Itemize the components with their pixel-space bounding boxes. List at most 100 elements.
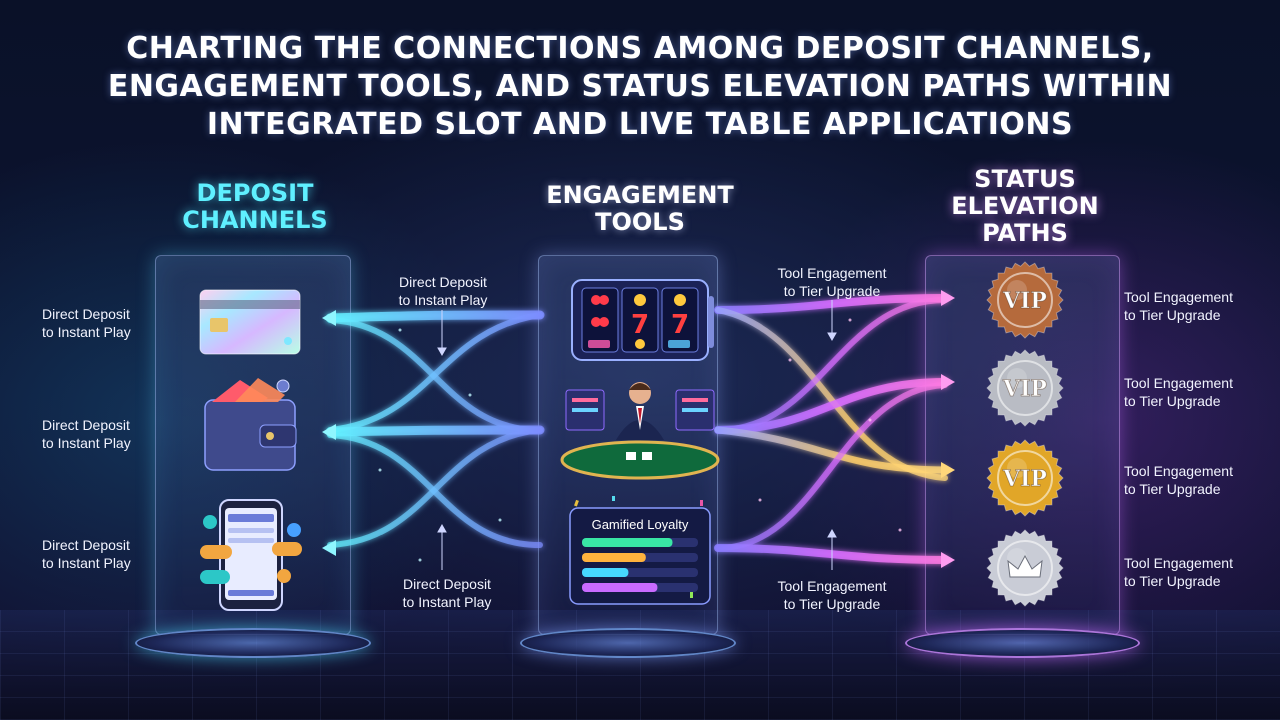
flow-slot-wallet bbox=[327, 312, 543, 433]
deposit-channels-heading: DEPOSIT CHANNELS bbox=[150, 180, 360, 234]
flow-live-wallet bbox=[325, 425, 545, 437]
label-pointers bbox=[437, 300, 837, 570]
gamified-loyalty-icon: Gamified Loyalty bbox=[569, 496, 711, 605]
progress-fill bbox=[582, 553, 646, 562]
flow-label-top-left: Direct Deposit to Instant Play bbox=[380, 273, 506, 309]
deposit-to-engagement-flows bbox=[325, 310, 545, 553]
engagement-heading-line-2: TOOLS bbox=[595, 208, 685, 236]
status-heading-line-2: ELEVATION bbox=[951, 192, 1099, 220]
arrowhead-platinum bbox=[941, 552, 955, 568]
label-line: to Tier Upgrade bbox=[783, 596, 881, 612]
slot-machine-icon: 7 7 bbox=[571, 279, 714, 361]
flow-label-bottom-right: Tool Engagement to Tier Upgrade bbox=[764, 577, 900, 613]
progress-fill bbox=[582, 538, 673, 547]
deposit-label-1: Direct Deposit to Instant Play bbox=[42, 305, 131, 341]
flow-card-slot bbox=[325, 310, 545, 323]
label-line: to Tier Upgrade bbox=[1124, 393, 1221, 409]
label-line: Tool Engagement bbox=[777, 265, 887, 281]
label-line: to Instant Play bbox=[42, 324, 131, 340]
pointer-top-left-head bbox=[437, 347, 447, 357]
flow-slot-bronze bbox=[714, 294, 949, 314]
title-line-2: ENGAGEMENT TOOLS, AND STATUS ELEVATION P… bbox=[107, 69, 1173, 104]
status-badges: VIP VIP VIP bbox=[986, 261, 1064, 607]
engagement-heading-line-1: ENGAGEMENT bbox=[546, 181, 734, 209]
loyalty-progress-bars bbox=[582, 538, 698, 592]
flow-label-bottom-left: Direct Deposit to Instant Play bbox=[384, 575, 510, 611]
label-line: Tool Engagement bbox=[1124, 463, 1233, 479]
label-line: to Instant Play bbox=[42, 435, 131, 451]
wallet-icon bbox=[204, 378, 297, 471]
vip-label: VIP bbox=[1002, 466, 1047, 492]
status-label-2: Tool Engagement to Tier Upgrade bbox=[1124, 374, 1233, 410]
label-line: Tool Engagement bbox=[1124, 555, 1233, 571]
label-line: Tool Engagement bbox=[777, 578, 887, 594]
arrowhead-wallet bbox=[322, 424, 336, 440]
deposit-label-2: Direct Deposit to Instant Play bbox=[42, 416, 131, 452]
vip-bronze-badge-icon: VIP bbox=[986, 261, 1064, 339]
flow-arrowheads-right bbox=[941, 290, 955, 568]
flow-loyalty-silver bbox=[715, 382, 948, 551]
label-line: to Tier Upgrade bbox=[783, 283, 881, 299]
label-line: Tool Engagement bbox=[1124, 375, 1233, 391]
progress-fill bbox=[582, 583, 658, 592]
status-heading-line-3: PATHS bbox=[982, 219, 1068, 247]
status-panel-base bbox=[905, 628, 1140, 658]
deposit-heading-line-2: CHANNELS bbox=[182, 206, 328, 234]
gamified-loyalty-title: Gamified Loyalty bbox=[592, 517, 689, 532]
deposit-label-3: Direct Deposit to Instant Play bbox=[42, 536, 131, 572]
page-title: CHARTING THE CONNECTIONS AMONG DEPOSIT C… bbox=[40, 30, 1240, 144]
vip-label: VIP bbox=[1002, 288, 1047, 314]
deposit-panel-base bbox=[135, 628, 371, 658]
label-line: Direct Deposit bbox=[42, 537, 130, 553]
label-line: Direct Deposit bbox=[42, 417, 130, 433]
label-line: to Instant Play bbox=[398, 292, 488, 308]
svg-text:7: 7 bbox=[631, 310, 649, 340]
status-label-3: Tool Engagement to Tier Upgrade bbox=[1124, 462, 1233, 498]
flow-live-gold bbox=[714, 426, 949, 474]
svg-text:7: 7 bbox=[671, 310, 689, 340]
engagement-tools-heading: ENGAGEMENT TOOLS bbox=[520, 182, 760, 236]
label-line: to Tier Upgrade bbox=[1124, 573, 1221, 589]
sparkles bbox=[378, 318, 902, 562]
pointer-top-right-head bbox=[827, 332, 837, 342]
deposit-heading-line-1: DEPOSIT bbox=[196, 179, 314, 207]
crown-icon bbox=[1007, 554, 1043, 578]
flow-live-card bbox=[327, 317, 543, 433]
engagement-to-status-flows bbox=[714, 294, 949, 564]
label-line: to Instant Play bbox=[42, 555, 131, 571]
vip-silver-badge-icon: VIP bbox=[986, 349, 1064, 427]
arrowhead-mobile bbox=[322, 540, 336, 556]
vip-gold-badge-icon: VIP bbox=[986, 439, 1064, 517]
flow-label-top-right: Tool Engagement to Tier Upgrade bbox=[764, 264, 900, 300]
title-line-1: CHARTING THE CONNECTIONS AMONG DEPOSIT C… bbox=[126, 31, 1154, 66]
flow-loyalty-platinum bbox=[714, 544, 949, 564]
vip-platinum-crown-badge-icon bbox=[986, 529, 1064, 607]
pointer-bottom-left-head bbox=[437, 523, 447, 533]
flow-live-bronze bbox=[715, 297, 948, 433]
label-line: to Instant Play bbox=[402, 594, 492, 610]
status-elevation-heading: STATUS ELEVATION PATHS bbox=[920, 166, 1130, 247]
progress-fill bbox=[582, 568, 629, 577]
flow-arrowheads-left bbox=[322, 310, 336, 556]
vip-label: VIP bbox=[1002, 376, 1047, 402]
engagement-panel-base bbox=[520, 628, 736, 658]
mobile-app-icon bbox=[200, 499, 302, 611]
arrowhead-gold bbox=[941, 462, 955, 478]
pointer-bottom-right-head bbox=[827, 528, 837, 538]
live-dealer-icon bbox=[560, 382, 720, 480]
arrowhead-silver bbox=[941, 374, 955, 390]
flow-live-silver bbox=[714, 378, 949, 434]
status-heading-line-1: STATUS bbox=[974, 165, 1076, 193]
label-line: Direct Deposit bbox=[42, 306, 130, 322]
title-line-3: INTEGRATED SLOT AND LIVE TABLE APPLICATI… bbox=[206, 107, 1074, 142]
label-line: Direct Deposit bbox=[403, 576, 491, 592]
arrowhead-bronze bbox=[941, 290, 955, 306]
status-label-4: Tool Engagement to Tier Upgrade bbox=[1124, 554, 1233, 590]
flow-live-mobile bbox=[327, 427, 543, 548]
credit-card-icon bbox=[199, 289, 301, 355]
label-line: to Tier Upgrade bbox=[1124, 481, 1221, 497]
label-line: Direct Deposit bbox=[399, 274, 487, 290]
label-line: to Tier Upgrade bbox=[1124, 307, 1221, 323]
status-label-1: Tool Engagement to Tier Upgrade bbox=[1124, 288, 1233, 324]
